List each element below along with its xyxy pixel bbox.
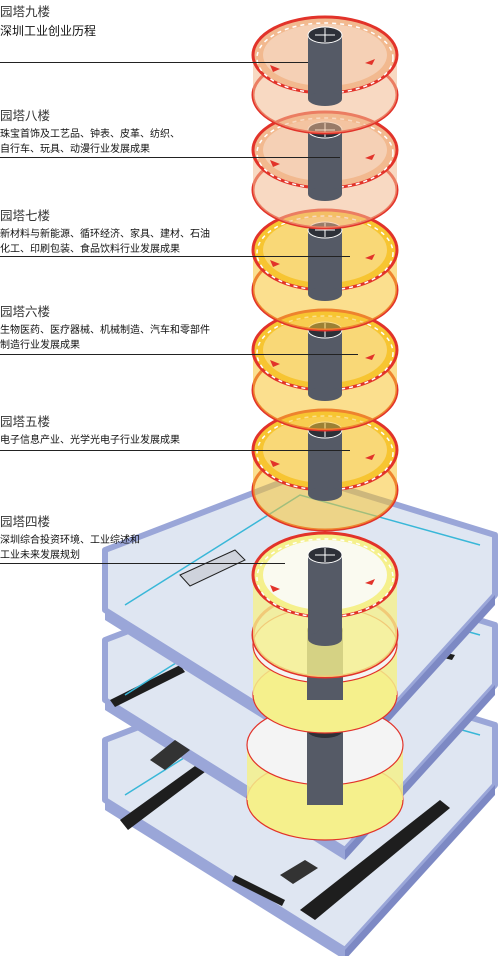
core-base [308, 487, 342, 501]
floor-5-leader-line [0, 450, 350, 451]
floor-8-title: 园塔八楼 [0, 108, 51, 123]
route-arrow [270, 360, 280, 367]
floor-9-title: 园塔九楼 [0, 4, 51, 19]
floor-6-title: 园塔六楼 [0, 304, 51, 319]
floor-7-label: 园塔七楼 新材料与新能源、循环经济、家具、建材、石油 化工、印刷包装、食品饮料行… [0, 208, 260, 257]
corridor-left [110, 665, 185, 707]
core-base [308, 287, 342, 301]
floor-5-desc-line-1: 电子信息产业、光学光电子行业发展成果 [0, 435, 180, 446]
route-dashes [256, 315, 394, 391]
floor-6-label: 园塔六楼 生物医药、医疗器械、机械制造、汽车和零部件 制造行业发展成果 [0, 304, 260, 353]
core-base [308, 632, 342, 646]
route-arrow [365, 254, 375, 260]
floor-8-label: 园塔八楼 珠宝首饰及工艺品、钟表、皮革、纺织、 自行车、玩具、动漫行业发展成果 [0, 108, 260, 157]
floor-1-ring [246, 704, 404, 841]
route-dashes [256, 538, 394, 618]
corridor-front [232, 875, 285, 906]
core-base [308, 92, 342, 106]
core-column [308, 130, 342, 194]
route-arrow [270, 460, 280, 467]
floor-6-leader-line [0, 354, 358, 355]
floor-4-ring [251, 531, 399, 679]
slab-side-edge [345, 785, 495, 960]
route-arrow [270, 260, 280, 267]
corridor-right [300, 800, 450, 920]
floor-5-label: 园塔五楼 电子信息产业、光学光电子行业发展成果 [0, 414, 260, 448]
core-column [308, 430, 342, 494]
turnstile [150, 740, 190, 770]
route-arrow [365, 154, 375, 160]
floor-7-desc-line-2: 化工、印刷包装、食品饮料行业发展成果 [0, 244, 180, 255]
core-column [308, 230, 342, 294]
route-arrow [365, 59, 375, 65]
floor-8-desc-line-2: 自行车、玩具、动漫行业发展成果 [0, 144, 150, 155]
route-dashes [256, 415, 394, 491]
route-arrow [365, 354, 375, 360]
floor-6-desc-line-1: 生物医药、医疗器械、机械制造、汽车和零部件 [0, 325, 210, 336]
route-arrow [270, 160, 280, 167]
floor-9-label: 园塔九楼 深圳工业创业历程 [0, 4, 260, 39]
floor-7-title: 园塔七楼 [0, 208, 51, 223]
floor-7-desc-line-1: 新材料与新能源、循环经济、家具、建材、石油 [0, 229, 210, 240]
floor-4-label: 园塔四楼 深圳综合投资环境、工业综述和 工业未来发展规划 [0, 514, 260, 563]
slab-front-edge [105, 800, 345, 960]
route-arrow [270, 585, 280, 592]
route-arrow [365, 454, 375, 460]
turnstile [280, 860, 318, 884]
core-column [307, 730, 343, 805]
core-column [308, 330, 342, 394]
floor-7-leader-line [0, 256, 350, 257]
core-column [308, 555, 342, 639]
floor-9-leader-line [0, 62, 308, 63]
route-arrow [270, 65, 280, 72]
core-column [308, 35, 342, 99]
floor-4-desc-line-2: 工业未来发展规划 [0, 550, 80, 561]
escalator [179, 549, 246, 587]
core-base [308, 387, 342, 401]
floor-5-title: 园塔五楼 [0, 414, 51, 429]
floor-8-desc-line-1: 珠宝首饰及工艺品、钟表、皮革、纺织、 [0, 129, 180, 140]
floor-9-ring [251, 15, 399, 135]
core-base [308, 187, 342, 201]
floor-4-desc-line-1: 深圳综合投资环境、工业综述和 [0, 535, 140, 546]
floor-9-desc-line-1: 深圳工业创业历程 [0, 24, 97, 38]
route-dashes [256, 215, 394, 291]
floor-4-title: 园塔四楼 [0, 514, 51, 529]
floor-8-leader-line [0, 157, 340, 158]
floor-6-desc-line-2: 制造行业发展成果 [0, 340, 80, 351]
floor-4-leader-line [0, 563, 285, 564]
route-arrow [365, 579, 375, 585]
